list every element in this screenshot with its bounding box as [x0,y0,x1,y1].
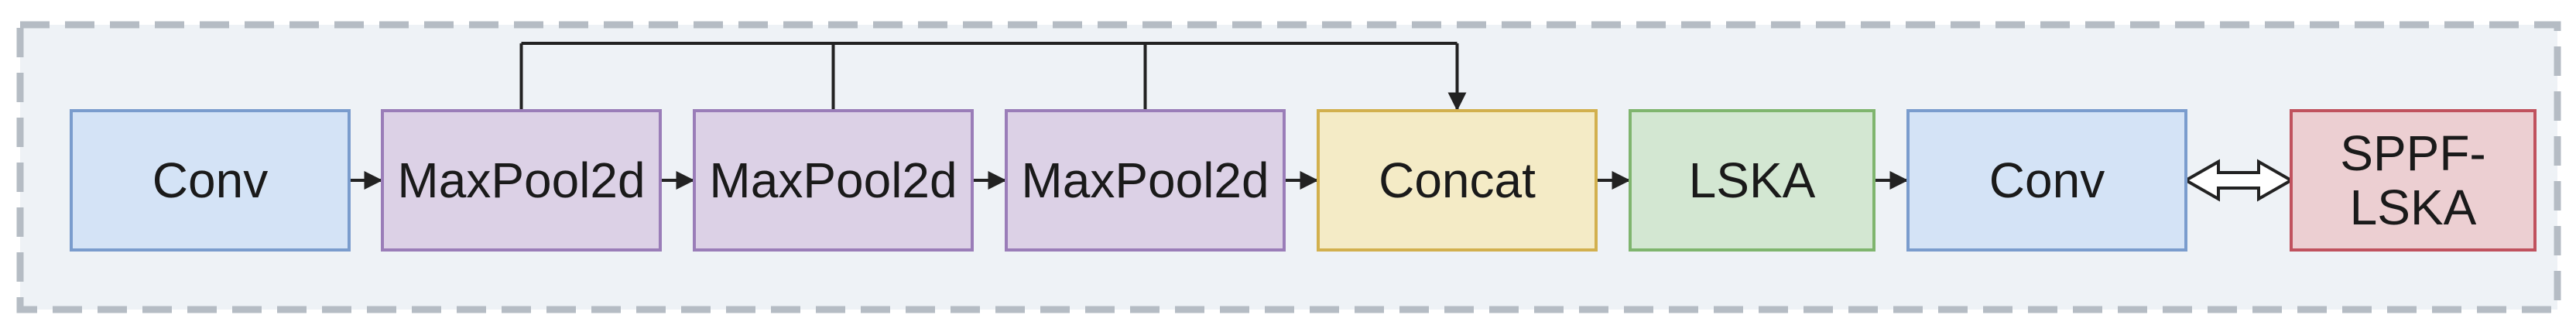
block-maxpool2: MaxPool2d [693,109,974,252]
block-concat: Concat [1317,109,1598,252]
block-conv1-box [70,109,351,252]
block-lska-box [1629,109,1875,252]
block-maxpool3: MaxPool2d [1005,109,1286,252]
block-label: LSKA [2350,180,2477,235]
block-maxpool3-box [1005,109,1286,252]
block-conv2-box [1906,109,2187,252]
block-maxpool2-box [693,109,974,252]
block-label: MaxPool2d [397,152,645,208]
block-conv2: Conv [1906,109,2187,252]
block-lska: LSKA [1629,109,1875,252]
block-sppf-lska: SPPF-LSKA [2290,109,2537,252]
block-label: Concat [1379,152,1536,208]
block-label: MaxPool2d [709,152,957,208]
block-label: Conv [152,152,268,208]
block-sppf-lska-box [2290,109,2537,252]
block-maxpool1: MaxPool2d [381,109,662,252]
block-label: LSKA [1689,152,1816,208]
block-label: SPPF- [2340,125,2485,181]
block-conv1: Conv [70,109,351,252]
connections-layer [349,42,2295,202]
block-label: MaxPool2d [1021,152,1269,208]
block-concat-box [1317,109,1598,252]
block-maxpool1-box [381,109,662,252]
block-label: Conv [1989,152,2105,208]
